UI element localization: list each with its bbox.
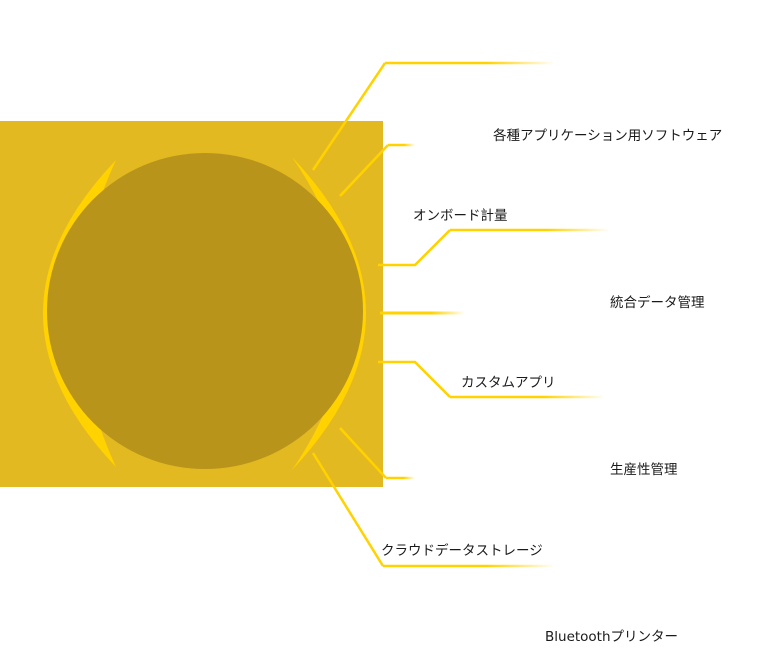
connector-1 <box>311 62 387 171</box>
connector-6 <box>339 427 387 479</box>
label-custom-apps: カスタムアプリ <box>461 375 556 391</box>
hub-core <box>47 153 363 469</box>
right-crescent <box>292 157 366 470</box>
connector-5 <box>378 360 451 398</box>
label-productivity: 生産性管理 <box>610 462 678 478</box>
connector-2 <box>339 144 389 197</box>
label-integrated-data: 統合データ管理 <box>610 295 705 311</box>
connector-7 <box>311 452 385 567</box>
label-cloud-storage: クラウドデータストレージ <box>381 543 543 559</box>
label-app-software: 各種アプリケーション用ソフトウェア <box>493 128 723 144</box>
connector-3 <box>378 229 451 267</box>
label-onboard-weighing: オンボード計量 <box>413 208 508 224</box>
label-bluetooth-printer: Bluetoothプリンター <box>545 629 679 645</box>
